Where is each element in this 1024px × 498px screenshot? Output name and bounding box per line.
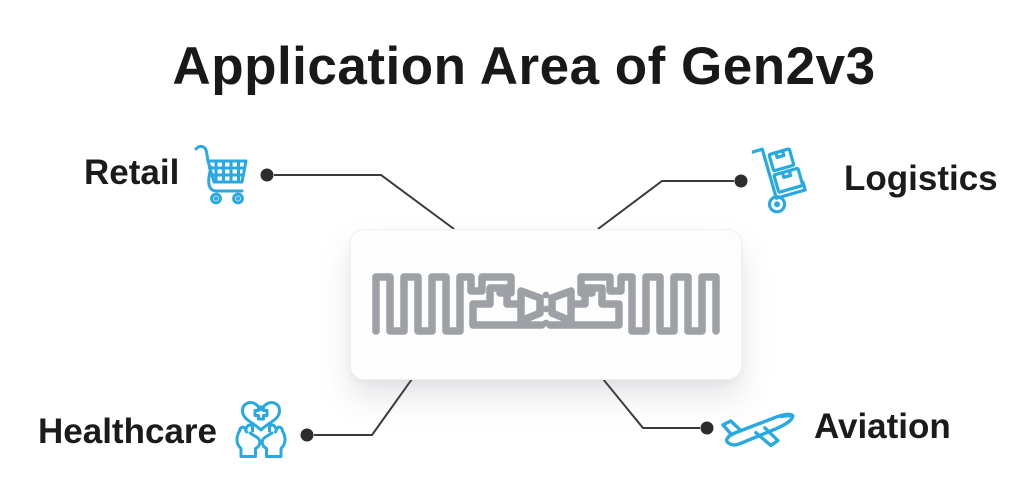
left-hand xyxy=(235,423,262,458)
connector-healthcare xyxy=(314,378,413,436)
area-label: Aviation xyxy=(814,407,951,446)
hands-heart-icon xyxy=(235,401,287,458)
rfid-tag-card xyxy=(350,229,742,380)
airplane-icon xyxy=(721,412,795,448)
node-dot-retail xyxy=(260,168,274,182)
area-label: Logistics xyxy=(844,159,998,198)
area-retail: Retail xyxy=(84,140,251,206)
area-label: Healthcare xyxy=(38,412,217,451)
antenna-right-half xyxy=(546,272,720,335)
hand-truck-icon xyxy=(752,147,807,214)
page-title: Application Area of Gen2v3 xyxy=(172,37,876,96)
node-dot-logistics xyxy=(734,174,748,188)
connector-logistics xyxy=(597,180,734,230)
area-aviation: Aviation xyxy=(716,396,951,458)
area-label: Retail xyxy=(84,153,180,192)
connector-aviation xyxy=(602,378,700,429)
rfid-tag-inlay-icon xyxy=(372,272,720,335)
right-hand xyxy=(260,423,287,458)
antenna-center-dots xyxy=(542,291,550,326)
area-logistics: Logistics xyxy=(752,138,998,220)
area-healthcare: Healthcare xyxy=(38,396,293,468)
antenna-left-half xyxy=(372,272,546,335)
connector-retail xyxy=(274,174,455,230)
shopping-cart-icon xyxy=(194,144,248,205)
node-dot-healthcare xyxy=(300,428,314,442)
node-dot-aviation xyxy=(700,421,714,435)
